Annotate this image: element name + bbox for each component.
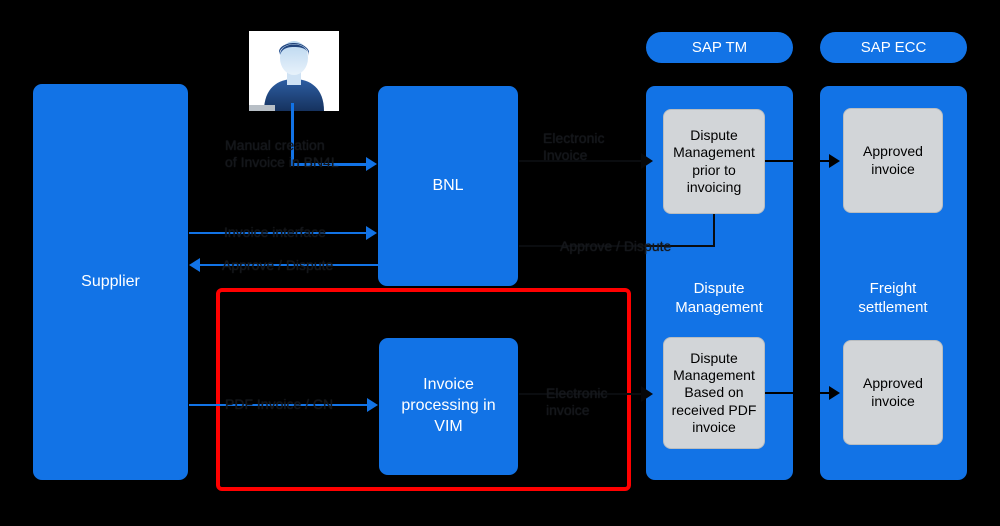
user-avatar-icon: [249, 31, 339, 111]
node-approved-invoice-bottom-label: Approved invoice: [863, 375, 923, 409]
connector-invoice-interface-line: [189, 232, 369, 234]
lane-caption-freight-settlement-text: Freight settlement: [858, 279, 928, 316]
connector-electronic-invoice-top-line: [519, 160, 646, 162]
lane-header-sap-ecc-label: SAP ECC: [860, 39, 927, 56]
lane-header-sap-tm-label: SAP TM: [691, 39, 748, 56]
connector-approve-dispute-tm-vertical: [713, 214, 715, 247]
connector-approve-dispute-supplier-line: [200, 264, 378, 266]
node-dispute-management-prior[interactable]: Dispute Management prior to invoicing: [663, 109, 765, 214]
edge-label-electronic-invoice-bottom: Electronic invoice: [546, 385, 608, 419]
edge-label-invoice-interface: Invoice interface: [224, 224, 326, 240]
connector-tm-to-ecc-bottom-line: [765, 392, 831, 394]
edge-label-pdf-invoice-cn: PDF Invoice / CN: [225, 396, 334, 412]
edge-label-manual-creation: Manual creation of Invoice in BN4L: [225, 137, 339, 171]
edge-label-electronic-invoice-top: Electronic Invoice: [543, 130, 605, 164]
node-supplier-label: Supplier: [81, 272, 140, 290]
connector-avatar-to-bnl-vertical: [291, 103, 294, 165]
connector-invoice-interface-arrowhead: [366, 226, 377, 240]
node-supplier[interactable]: Supplier: [33, 84, 188, 480]
connector-tm-to-ecc-bottom-arrowhead: [829, 386, 840, 400]
lane-header-sap-tm[interactable]: SAP TM: [646, 32, 793, 63]
connector-tm-to-ecc-top-line: [765, 160, 831, 162]
connector-manual-creation-horizontal: [291, 163, 369, 166]
edge-label-approve-dispute-tm: Approve / Dispute: [560, 238, 672, 254]
edge-label-approve-dispute-supplier: Approve / Dispute: [222, 257, 334, 273]
lane-caption-freight-settlement: Freight settlement: [813, 261, 973, 317]
lane-header-sap-ecc[interactable]: SAP ECC: [820, 32, 967, 63]
connector-approve-dispute-tm-horizontal: [519, 245, 715, 247]
node-vim-label: Invoice processing in VIM: [401, 376, 496, 435]
node-dispute-management-prior-label: Dispute Management prior to invoicing: [673, 127, 755, 195]
lane-caption-dispute-management: Dispute Management: [639, 261, 799, 317]
connector-electronic-invoice-bottom-arrowhead: [641, 386, 653, 402]
node-bnl-label: BNL: [432, 176, 464, 194]
node-dispute-management-pdf-label: Dispute Management Based on received PDF…: [671, 350, 757, 435]
node-dispute-management-pdf[interactable]: Dispute Management Based on received PDF…: [663, 337, 765, 449]
connector-pdf-invoice-line: [189, 404, 370, 406]
connector-electronic-invoice-top-arrowhead: [641, 153, 653, 169]
connector-electronic-invoice-bottom-line: [519, 393, 646, 395]
connector-approve-dispute-supplier-arrowhead: [189, 258, 200, 272]
node-approved-invoice-top[interactable]: Approved invoice: [843, 108, 943, 213]
user-avatar-glyph: [249, 31, 339, 111]
connector-tm-to-ecc-top-arrowhead: [829, 154, 840, 168]
connector-manual-creation-arrowhead: [366, 157, 377, 171]
node-invoice-processing-vim[interactable]: Invoice processing in VIM: [379, 338, 518, 475]
node-bnl[interactable]: BNL: [378, 86, 518, 286]
connector-pdf-invoice-arrowhead: [367, 398, 378, 412]
node-approved-invoice-bottom[interactable]: Approved invoice: [843, 340, 943, 445]
lane-caption-dispute-management-text: Dispute Management: [675, 279, 763, 316]
node-approved-invoice-top-label: Approved invoice: [863, 143, 923, 177]
